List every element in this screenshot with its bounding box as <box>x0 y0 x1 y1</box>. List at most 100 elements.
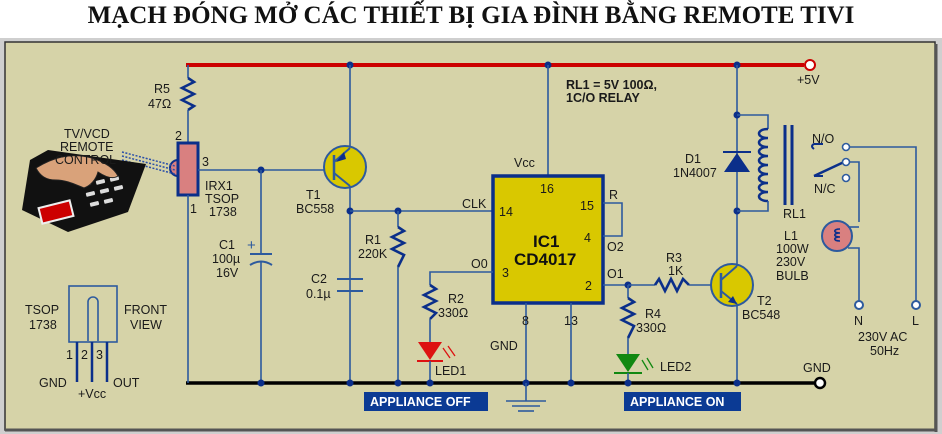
l1-spec-3: BULB <box>776 269 809 283</box>
relay-no-label: N/O <box>812 132 835 146</box>
transistor-t2 <box>710 263 754 387</box>
led1-icon <box>417 342 456 387</box>
appliance-off-tag <box>364 392 488 411</box>
ic1-gnd-label: GND <box>490 339 518 353</box>
remote-label-3: CONTROL <box>55 153 116 167</box>
t1-ref: T1 <box>306 188 321 202</box>
tsop-pin-num-3: 3 <box>96 348 103 362</box>
irx1-pin3: 3 <box>202 155 209 169</box>
ic1-pin13: 13 <box>564 314 578 328</box>
irx1-ref: IRX1 <box>205 179 233 193</box>
tsop-pin-name-gnd: GND <box>39 376 67 390</box>
board-background <box>4 41 936 431</box>
r2-ref: R2 <box>448 292 464 306</box>
ic1-ref: IC1 <box>533 232 559 251</box>
remote-label-1: TV/VCD <box>64 127 110 141</box>
ic1-reset-label: R <box>609 188 618 202</box>
r3-ref: R3 <box>666 251 682 265</box>
c1-rating: 16V <box>216 266 239 280</box>
remote-control-icon <box>22 150 176 232</box>
ic1-pin2: 2 <box>585 279 592 293</box>
c1-polarity: + <box>247 237 256 254</box>
irx1-part-2: 1738 <box>209 205 237 219</box>
appliance-on-tag <box>624 392 741 411</box>
ic1-vcc-label: Vcc <box>514 156 535 170</box>
mains-n-label: N <box>854 314 863 328</box>
rl1-note-1: RL1 = 5V 100Ω, <box>566 78 657 92</box>
tsop-pinout-diagram <box>68 285 118 382</box>
relay-nc-label: N/C <box>814 182 836 196</box>
diode-d1 <box>723 61 751 266</box>
tsop-pin-num-2: 2 <box>81 348 88 362</box>
l1-spec-1: 100W <box>776 242 809 256</box>
d1-part: 1N4007 <box>673 166 717 180</box>
irx1-part-1: TSOP <box>205 192 239 206</box>
resistor-r5 <box>179 65 197 143</box>
mains-n-terminal[interactable] <box>854 300 864 310</box>
r4-value: 330Ω <box>636 321 666 335</box>
ic1-o0-label: O0 <box>471 257 488 271</box>
bulb-l1-icon <box>821 220 860 301</box>
resistor-r3 <box>628 276 712 294</box>
ic1-pin4: 4 <box>584 231 591 245</box>
vcc-label: +5V <box>797 73 820 87</box>
r1-value: 220K <box>358 247 388 261</box>
t2-ref: T2 <box>757 294 772 308</box>
tsop-view-2: VIEW <box>130 318 162 332</box>
d1-ref: D1 <box>685 152 701 166</box>
c2-ref: C2 <box>311 272 327 286</box>
r3-value: 1K <box>668 264 684 278</box>
capacitor-c1 <box>249 166 273 387</box>
capacitor-c2 <box>337 278 363 292</box>
resistor-r4 <box>619 285 637 354</box>
vcc-terminal[interactable] <box>804 59 816 71</box>
c1-value: 100µ <box>212 252 240 266</box>
tsop-pin-num-1: 1 <box>66 348 73 362</box>
led2-icon <box>614 354 654 387</box>
ic1-o1-label: O1 <box>607 267 624 281</box>
page-title: MẠCH ĐÓNG MỞ CÁC THIẾT BỊ GIA ĐÌNH BẰNG … <box>87 2 855 29</box>
ic1-pin16: 16 <box>540 182 554 196</box>
mains-l-label: L <box>912 314 919 328</box>
r1-ref: R1 <box>365 233 381 247</box>
rl1-note-2: 1C/O RELAY <box>566 91 641 105</box>
r4-ref: R4 <box>645 307 661 321</box>
r2-value: 330Ω <box>438 306 468 320</box>
ic1-part: CD4017 <box>514 250 576 269</box>
appliance-off-label: APPLIANCE OFF <box>370 395 471 409</box>
led1-ref: LED1 <box>435 364 466 378</box>
t1-part: BC558 <box>296 202 334 216</box>
gnd-label: GND <box>803 361 831 375</box>
mains-l-terminal[interactable] <box>911 300 921 310</box>
ic1-pin15: 15 <box>580 199 594 213</box>
appliance-on-label: APPLIANCE ON <box>630 395 724 409</box>
transistor-t1 <box>323 61 367 387</box>
mains-spec-1: 230V AC <box>858 330 907 344</box>
ground-symbol <box>506 383 546 412</box>
tsop-pin-name-vcc: +Vcc <box>78 387 106 401</box>
irx1-pin1: 1 <box>190 202 197 216</box>
remote-label-2: REMOTE <box>60 140 113 154</box>
ic1-o2-label: O2 <box>607 240 624 254</box>
l1-ref: L1 <box>784 229 798 243</box>
r5-ref: R5 <box>154 82 170 96</box>
ic1-clk-label: CLK <box>462 197 487 211</box>
l1-spec-2: 230V <box>776 255 806 269</box>
tsop-view-1: FRONT <box>124 303 167 317</box>
ic1-pin14: 14 <box>499 205 513 219</box>
mains-spec-2: 50Hz <box>870 344 899 358</box>
relay-rl1 <box>737 114 917 301</box>
c2-value: 0.1µ <box>306 287 331 301</box>
resistor-r1 <box>389 207 407 387</box>
tsop-name-2: 1738 <box>29 318 57 332</box>
tsop-pin-name-out: OUT <box>113 376 140 390</box>
r5-value: 47Ω <box>148 97 171 111</box>
irx1-pin2: 2 <box>175 129 182 143</box>
rl1-ref: RL1 <box>783 207 806 221</box>
gnd-terminal[interactable] <box>813 376 827 390</box>
c1-ref: C1 <box>219 238 235 252</box>
led2-ref: LED2 <box>660 360 691 374</box>
ic-cd4017 <box>491 61 628 387</box>
resistor-r2 <box>421 271 493 342</box>
